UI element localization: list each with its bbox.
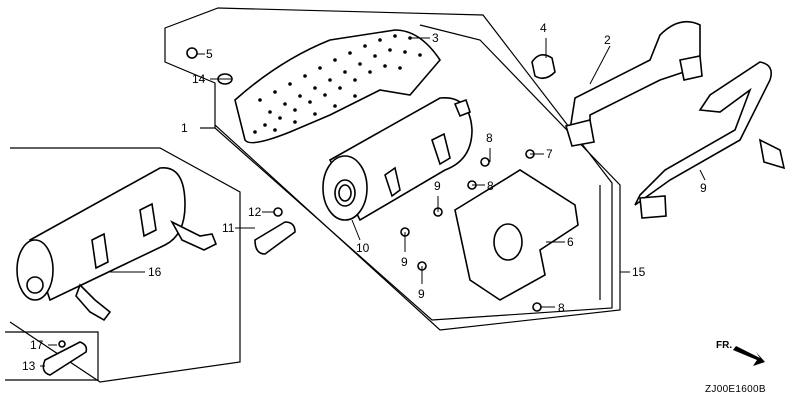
muffler-body [322,97,473,222]
callout-2: 10 [356,241,370,255]
callout-10: 9 [700,181,707,195]
bolt-9-a [480,157,490,167]
front-direction-arrow: FR. [716,340,765,366]
exhaust-pipe-10 [634,61,786,219]
callout-8-c: 8 [558,301,565,315]
callout-8-b: 8 [487,179,494,193]
exhaust-pipe-4 [564,20,703,147]
callout-7: 5 [206,47,213,61]
assembly-boundary-14 [214,24,621,331]
leader-lines [40,37,706,367]
callout-17: 17 [30,338,44,352]
spark-arrester [254,207,296,255]
callout-5: 6 [567,235,574,249]
callout-14: 15 [632,265,646,279]
callout-9-b: 9 [434,179,441,193]
callout-8-a: 7 [546,147,553,161]
heat-shield [234,29,442,144]
assembly-boundary-15 [5,147,241,383]
left-muffler [16,167,218,322]
callout-4: 2 [604,33,611,47]
callout-9-d: 9 [418,287,425,301]
callout-12: 12 [248,205,262,219]
diagram-code: ZJ00E1600B [705,384,766,395]
callout-13: 14 [192,72,206,86]
bolt-8-c [532,302,542,312]
callout-15: 16 [148,265,162,279]
direction-label: FR. [716,340,732,351]
band-clamp [531,54,556,80]
spark-arrester-screen [42,340,88,376]
bolt-7 [186,47,198,59]
assembly-boundary-1 [164,7,613,321]
callout-16: 13 [22,359,36,373]
bracket [454,169,579,301]
callout-6: 4 [540,21,547,35]
callout-9-a: 8 [486,131,493,145]
callout-labels: 5 14 3 4 2 1 7 8 8 8 9 9 9 6 9 15 16 10 … [22,21,707,373]
callout-11: 11 [222,221,235,235]
callout-3: 3 [432,31,439,45]
callout-9-c: 9 [401,255,408,269]
callout-1: 1 [181,121,188,135]
